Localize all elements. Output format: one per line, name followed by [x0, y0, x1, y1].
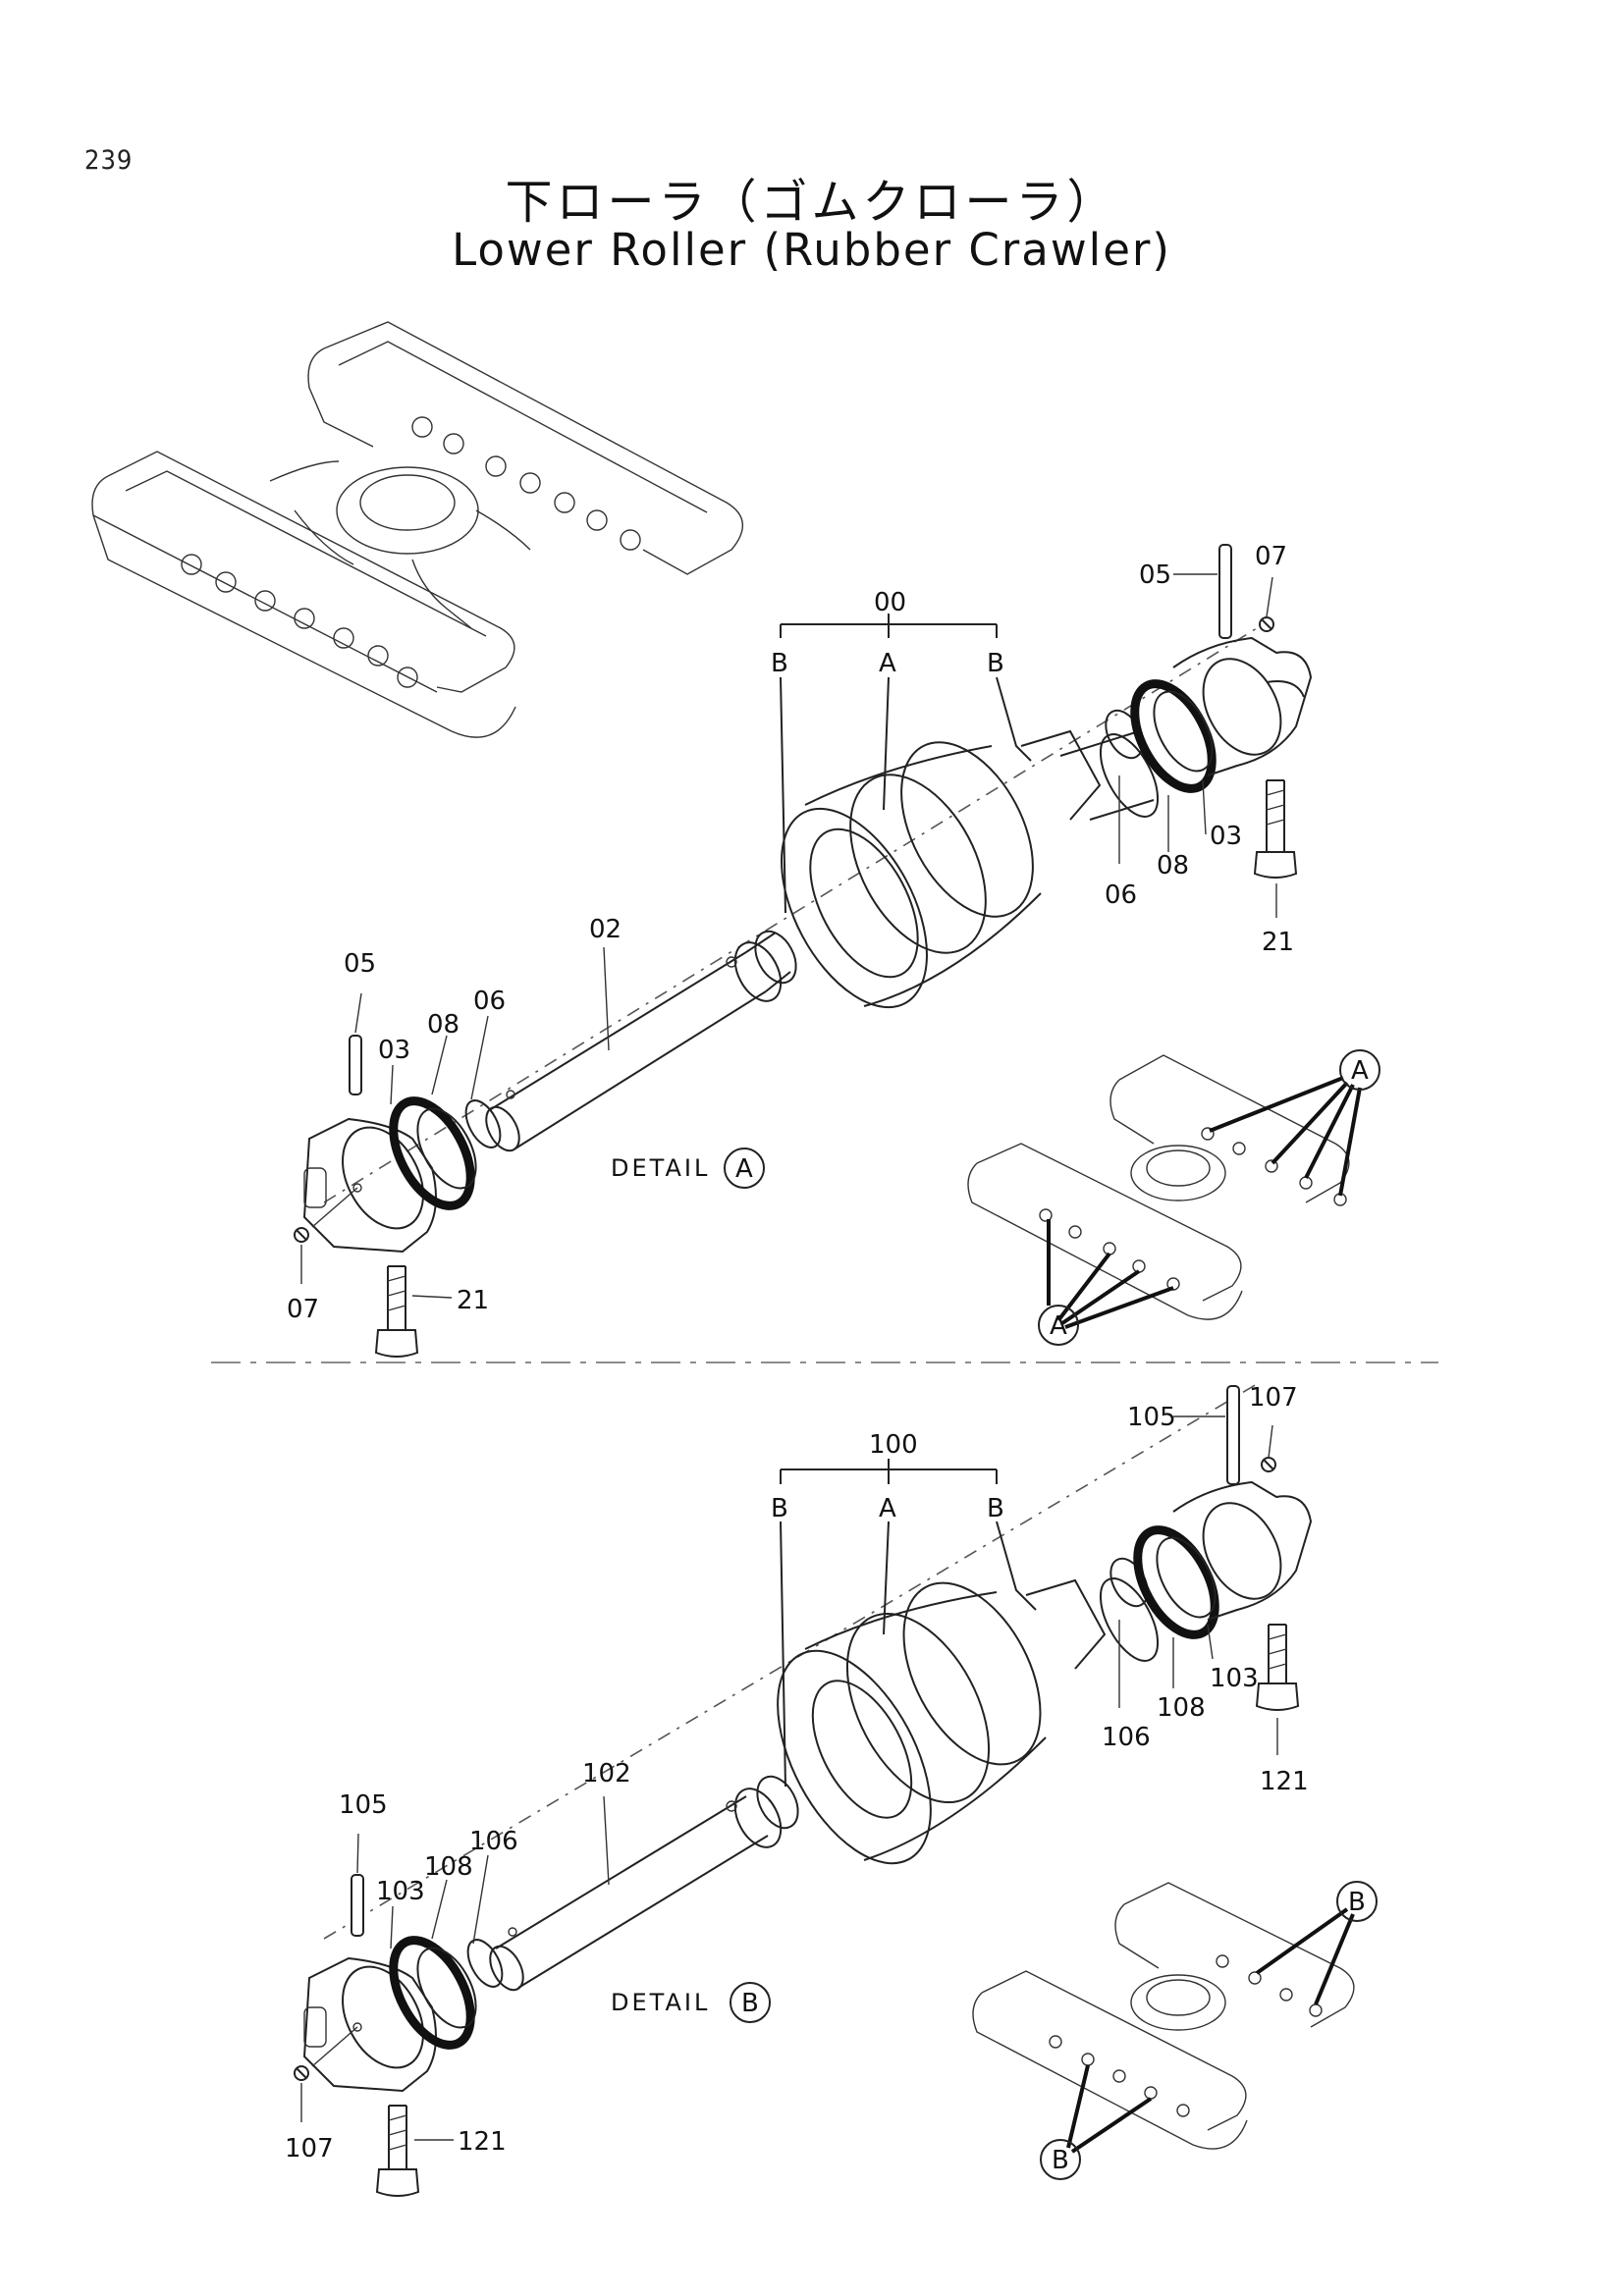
pin-a-right — [1218, 544, 1232, 639]
label-plug-a-right: 07 — [1255, 542, 1287, 571]
label-oring-a-left: 06 — [473, 987, 506, 1016]
label-seal-a-left: 08 — [427, 1010, 460, 1040]
label-bracket-a-right: B — [987, 649, 1004, 678]
shaft-b — [489, 1775, 799, 1992]
left-collar-b — [302, 1936, 504, 2093]
plug-a-right — [1259, 616, 1274, 632]
shaft-a — [485, 930, 797, 1152]
callout-b-bottom — [1040, 2139, 1081, 2180]
label-shaft-a: 02 — [589, 915, 622, 944]
roller-body-b — [777, 1577, 1160, 1865]
detail-a-undercarriage-illustration: A A — [967, 1049, 1380, 1346]
label-oring-a-right: 06 — [1105, 881, 1137, 910]
label-collar-b-left: 103 — [376, 1877, 425, 1906]
detail-b-circle — [730, 1982, 771, 2023]
page-title-japanese: 下ローラ（ゴムクローラ） — [505, 175, 1118, 230]
left-collar-a — [302, 1096, 502, 1254]
detail-b-undercarriage-illustration: B B — [972, 1881, 1378, 2180]
label-bolt-a-left: 21 — [457, 1286, 489, 1315]
callout-b-top-letter: B — [1348, 1888, 1366, 1917]
label-collar-a-left: 03 — [378, 1036, 410, 1065]
section-a-labels: 00 B A B 05 07 03 08 06 21 02 05 03 08 0… — [287, 542, 1294, 1324]
label-seal-a-right: 08 — [1157, 851, 1189, 881]
undercarriage-overview-illustration — [91, 321, 744, 738]
label-pin-a-left: 05 — [344, 949, 376, 979]
callout-a-top-letter: A — [1351, 1056, 1369, 1086]
label-collar-b-right: 103 — [1210, 1664, 1259, 1693]
callout-a-bottom-letter: A — [1050, 1311, 1067, 1341]
label-oring-b-right: 106 — [1102, 1723, 1151, 1752]
label-oring-b-left: 106 — [469, 1827, 518, 1856]
label-seal-b-right: 108 — [1157, 1693, 1206, 1723]
page-title-english: Lower Roller (Rubber Crawler) — [452, 224, 1171, 276]
label-bracket-a-center: A — [879, 649, 896, 678]
right-collar-b — [1109, 1480, 1313, 1639]
right-collar-a — [1105, 636, 1313, 793]
label-plug-a-left: 07 — [287, 1295, 319, 1324]
label-pin-b-right: 105 — [1127, 1403, 1176, 1432]
bolt-b-right — [1255, 1624, 1300, 1711]
label-pin-a-right: 05 — [1139, 561, 1171, 590]
plug-a-left — [294, 1227, 309, 1243]
label-bolt-b-left: 121 — [458, 2127, 507, 2157]
label-bolt-a-right: 21 — [1262, 928, 1294, 957]
label-collar-a-right: 03 — [1210, 822, 1242, 851]
label-plug-b-left: 107 — [285, 2134, 334, 2163]
label-bracket-b-center: A — [879, 1494, 896, 1523]
label-assembly-b: 100 — [869, 1430, 918, 1460]
detail-a-text: DETAIL — [611, 1154, 710, 1182]
bolt-a-right — [1253, 779, 1298, 879]
label-seal-b-left: 108 — [424, 1852, 473, 1882]
pin-b-right — [1226, 1385, 1240, 1485]
pin-a-left — [349, 1035, 362, 1095]
callout-a-bottom — [1038, 1305, 1079, 1346]
section-a-exploded-view — [294, 544, 1313, 1358]
bolt-b-left — [375, 2105, 420, 2197]
label-pin-b-left: 105 — [339, 1790, 388, 1820]
detail-a-letter: A — [735, 1154, 753, 1184]
callout-a-top — [1339, 1049, 1380, 1091]
callout-b-bottom-letter: B — [1052, 2146, 1069, 2175]
label-bracket-b-left: B — [771, 1494, 788, 1523]
label-shaft-b: 102 — [582, 1759, 631, 1789]
detail-b-letter: B — [741, 1989, 759, 2018]
page-number: 239 — [84, 145, 134, 176]
label-bolt-b-right: 121 — [1260, 1767, 1309, 1796]
detail-b-text: DETAIL — [611, 1989, 710, 2016]
plug-b-right — [1261, 1457, 1276, 1472]
callout-b-top — [1336, 1881, 1378, 1922]
label-bracket-a-left: B — [771, 649, 788, 678]
pin-b-left — [351, 1874, 364, 1937]
label-bracket-b-right: B — [987, 1494, 1004, 1523]
bolt-a-left — [374, 1265, 419, 1358]
section-b-labels: 100 B A B 105 107 103 108 106 121 102 10… — [285, 1383, 1309, 2163]
detail-a-circle — [724, 1148, 765, 1189]
label-assembly-a: 00 — [874, 588, 906, 617]
section-b-exploded-view — [294, 1383, 1313, 2197]
plug-b-left — [294, 2065, 309, 2081]
label-plug-b-right: 107 — [1249, 1383, 1298, 1413]
roller-body-a — [781, 729, 1160, 1009]
